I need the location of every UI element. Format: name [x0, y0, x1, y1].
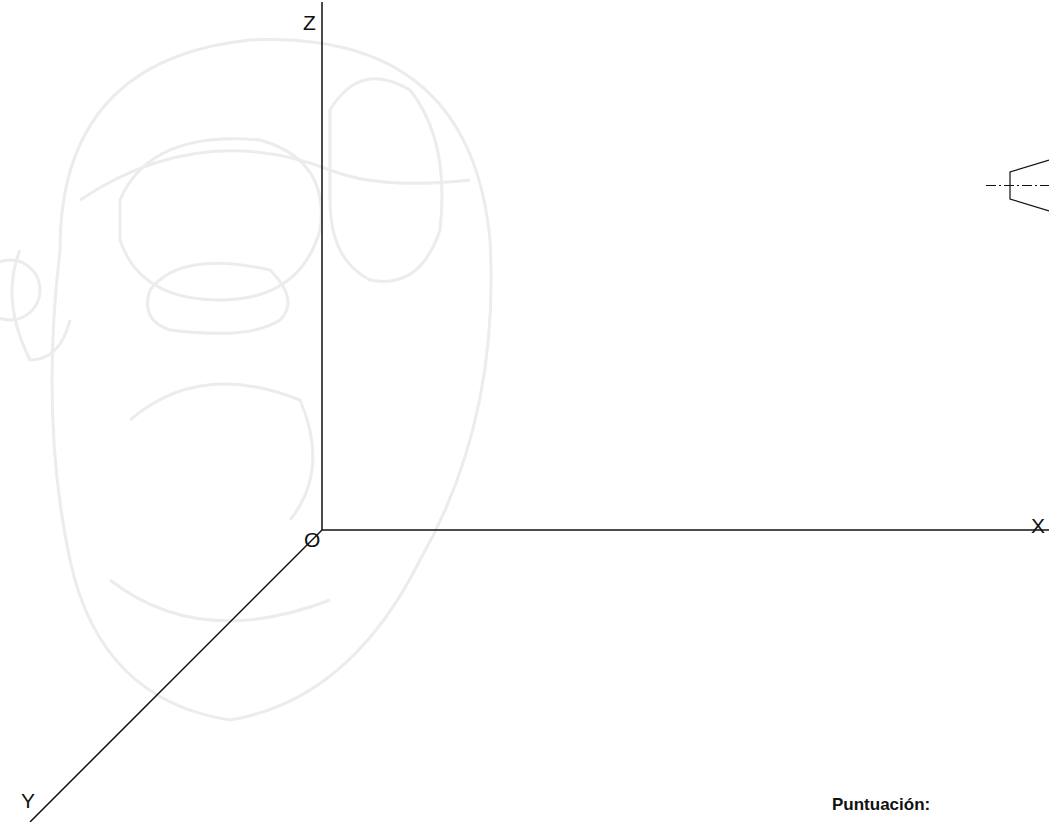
projection-symbol [986, 160, 1049, 211]
axis-label: Z [303, 12, 316, 33]
watermark [0, 40, 491, 720]
axes [30, 2, 1049, 822]
score-label: Puntuación: [832, 796, 930, 813]
axis-label: Y [21, 790, 35, 811]
origin-label: O [304, 529, 320, 550]
axis-label: X [1031, 515, 1045, 536]
